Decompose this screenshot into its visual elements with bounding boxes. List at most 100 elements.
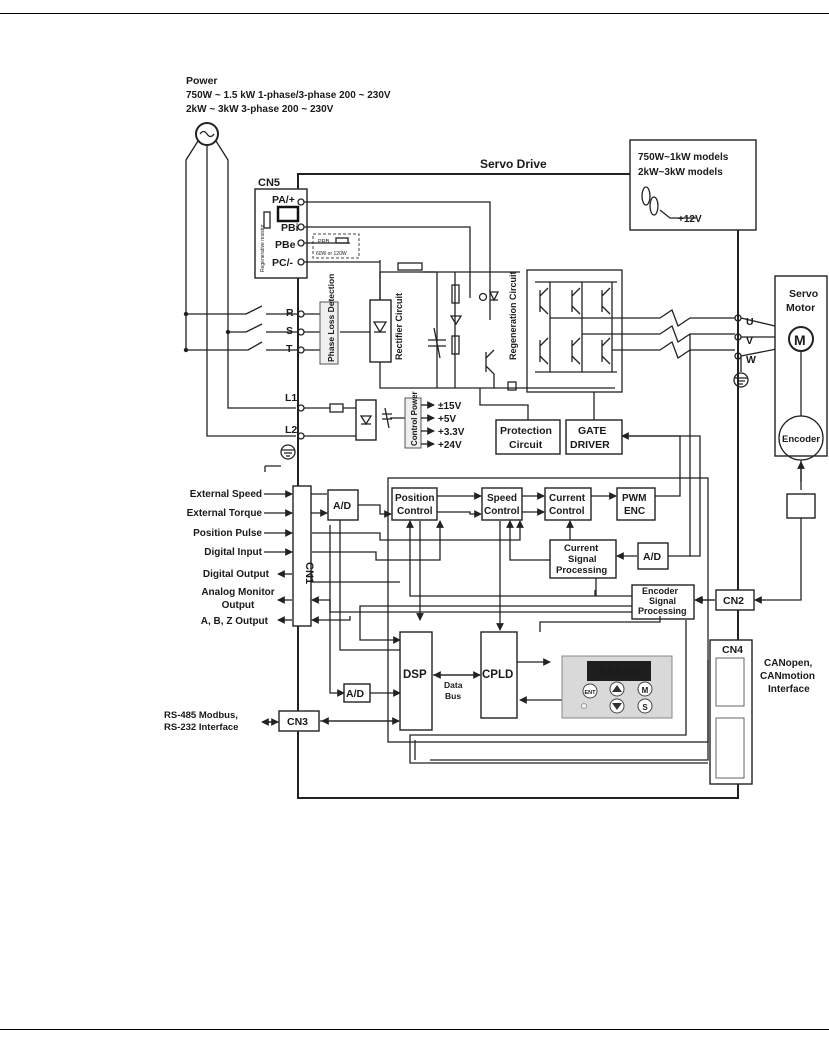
input-switches <box>245 305 298 351</box>
cn3-line-2: RS-232 Interface <box>164 722 238 733</box>
cn1-analog-output: Output <box>222 600 255 611</box>
servo-drive-title: Servo Drive <box>480 157 547 171</box>
l1-fuse-icon <box>329 403 344 413</box>
cpld-label: CPLD <box>482 669 513 681</box>
pwm-label-2: ENC <box>624 506 645 517</box>
inverter-bridge-box <box>526 269 623 393</box>
voltage-5v: +5V <box>438 414 456 425</box>
cn5-jumper <box>276 205 300 223</box>
terminal-l2: L2 <box>285 424 297 436</box>
cn4-port-2 <box>715 717 745 779</box>
prb-box <box>312 233 360 259</box>
s-label: S <box>642 703 648 712</box>
terminal-l1: L1 <box>285 392 297 404</box>
prb-rating: 60W or 120W <box>316 251 347 257</box>
pwm-to-gate <box>621 432 681 497</box>
feedback-wires <box>311 520 709 764</box>
cn4-line-3: Interface <box>768 684 810 695</box>
cn3-label: CN3 <box>287 716 308 728</box>
cpld-box <box>480 631 518 719</box>
position-label-1: Position <box>395 493 434 504</box>
cn1-external-speed: External Speed <box>190 489 262 500</box>
m-button[interactable] <box>637 681 653 697</box>
data-bus-label-1: Data <box>444 680 463 690</box>
fan-models-line-2: 2kW~3kW models <box>638 167 723 178</box>
cn5-pc: PC/- <box>272 257 294 269</box>
motor-phase-wires <box>740 317 793 372</box>
prb-label: PRB <box>318 239 330 245</box>
encoder-connector-box <box>786 493 816 519</box>
cn3-arrows <box>261 717 400 726</box>
rst-to-phase-loss <box>304 313 370 351</box>
control-power-label: Control Power <box>410 391 419 446</box>
cn4-port-1 <box>715 657 745 707</box>
terminal-r: R <box>286 307 294 319</box>
fan-models-line-1: 750W~1kW models <box>638 152 729 163</box>
regen-resistor-label: Regenerative resistor <box>260 224 266 272</box>
control-diode-icon <box>359 415 373 426</box>
cn5-label: CN5 <box>258 177 280 189</box>
cn1-signal-arrows <box>264 490 293 624</box>
cn2-box <box>715 589 755 611</box>
pwm-enc-box <box>616 487 656 521</box>
ad-box-3 <box>343 683 371 703</box>
control-cap-icon <box>382 407 392 429</box>
voltage-3-3v: +3.3V <box>438 427 465 438</box>
ground-icon <box>733 372 749 388</box>
voltage-24v: +24V <box>438 440 462 451</box>
csp-label-3: Processing <box>556 565 607 576</box>
ent-button[interactable] <box>582 683 598 699</box>
enc-label-1: Encoder <box>642 586 679 596</box>
cn4-line-2: CANmotion <box>760 671 815 682</box>
protection-circuit-box <box>495 419 561 455</box>
terminal-u: U <box>746 316 754 328</box>
cn1-digital-output: Digital Output <box>203 569 270 580</box>
csp-label-2: Signal <box>568 554 597 565</box>
status-led-icon <box>581 703 587 709</box>
encoder-cable <box>755 460 802 600</box>
bleed-resistor-icon-2 <box>451 335 460 355</box>
cn5-pa: PA/+ <box>272 194 295 206</box>
ad-label-3: A/D <box>346 688 365 700</box>
current-label-1: Current <box>549 493 586 504</box>
phase-loss-label: Phase Loss Detection <box>326 274 336 362</box>
enc-label-2: Signal <box>649 596 676 606</box>
encoder-signal-box <box>631 584 695 620</box>
rectifier-label: Rectifier Circuit <box>394 293 404 360</box>
cn1-position-pulse: Position Pulse <box>193 528 262 539</box>
phase-loss-box <box>319 301 339 365</box>
terminal-t: T <box>286 343 293 355</box>
csp-label-1: Current <box>564 543 599 554</box>
power-feed-wires <box>185 140 296 437</box>
fuse-icon <box>478 292 488 302</box>
data-bus-label-2: Bus <box>445 691 461 701</box>
bus-rails <box>379 271 456 388</box>
gate-label-2: DRIVER <box>570 439 610 451</box>
pwm-label-1: PWM <box>622 493 646 504</box>
inrush-resistor-icon <box>397 262 423 271</box>
cn1-abz-output: A, B, Z Output <box>201 616 269 627</box>
cn2-label: CN2 <box>723 595 744 607</box>
control-power-box <box>404 397 422 449</box>
speed-label-1: Speed <box>487 493 517 504</box>
fan-icon <box>641 186 696 219</box>
position-control-box <box>391 487 438 521</box>
control-region <box>387 477 709 743</box>
dsp-box <box>399 631 433 731</box>
servo-motor-title-1: Servo <box>789 288 818 300</box>
power-line-2: 2kW ~ 3kW 3-phase 200 ~ 230V <box>186 104 334 115</box>
terminal-s: S <box>286 325 293 337</box>
s-button[interactable] <box>637 698 653 714</box>
header-rule <box>0 13 829 14</box>
drive-ground-icon <box>264 444 296 472</box>
cn1-label: CN1 <box>303 562 315 584</box>
cn3-box <box>278 710 320 732</box>
up-arrow-icon <box>612 685 622 692</box>
motor-encoder: Encoder <box>782 434 820 445</box>
ad-label-1: A/D <box>333 500 352 512</box>
control-rectifier-box <box>355 399 377 441</box>
motor-m: M <box>794 332 806 348</box>
dsp-label: DSP <box>403 669 427 681</box>
gate-label-1: GATE <box>578 425 606 437</box>
fan-models-box <box>629 139 757 231</box>
